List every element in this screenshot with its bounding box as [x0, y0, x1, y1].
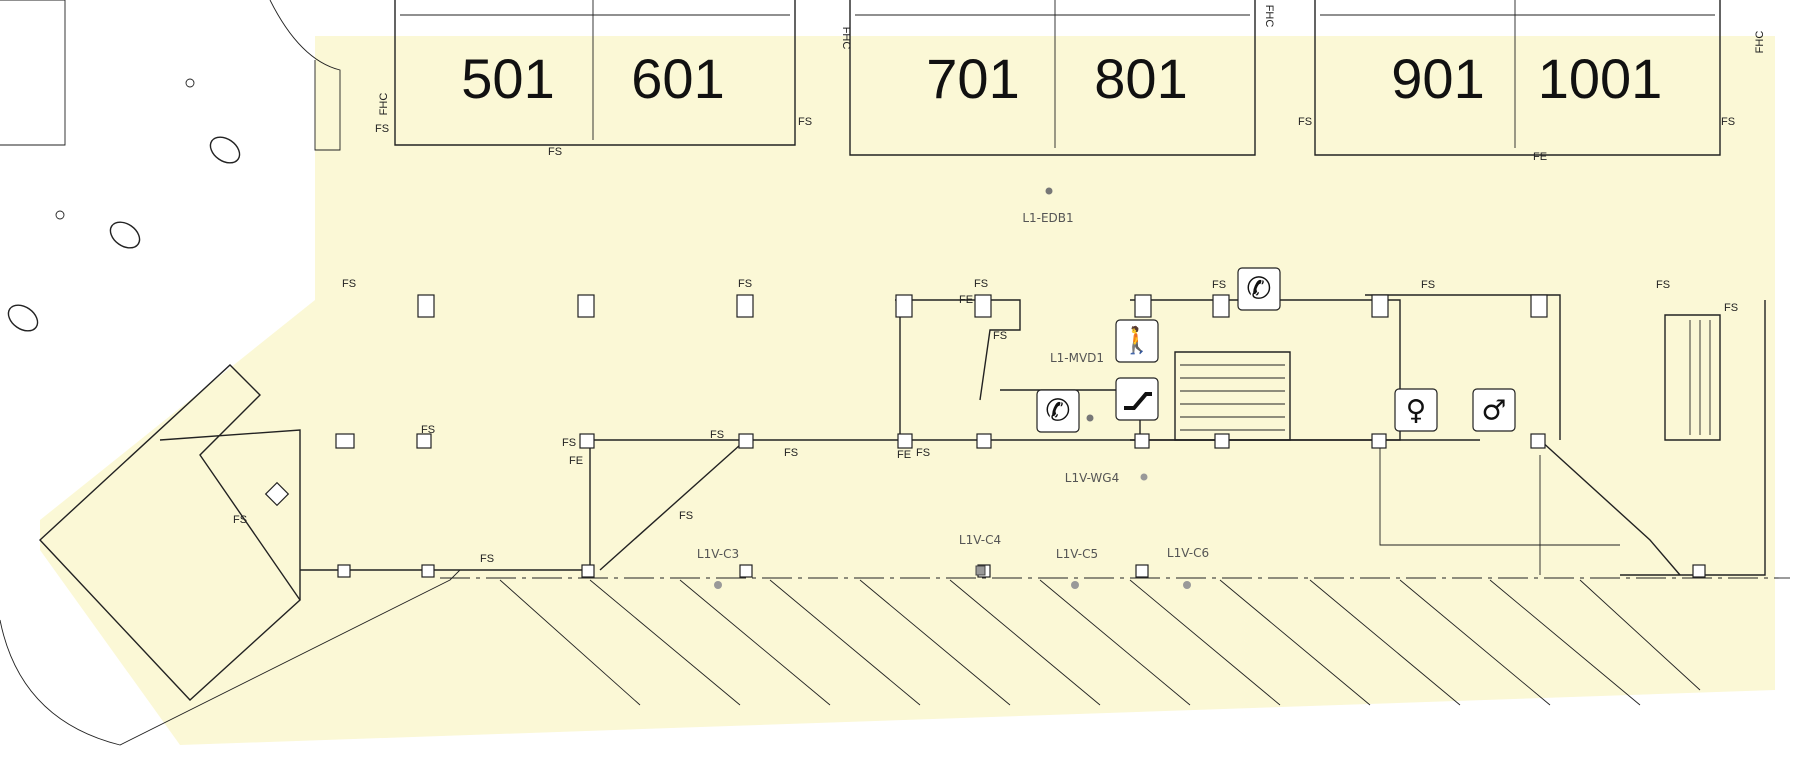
pedestrian-icon[interactable]: 🚶 [1115, 319, 1159, 363]
left-structures [0, 0, 461, 746]
tenant-number-801[interactable]: 801 [1094, 47, 1187, 110]
svg-text:FS: FS [421, 424, 435, 436]
equipment-marker-c5 [1071, 581, 1079, 589]
equipment-marker-c4 [975, 565, 986, 576]
equipment-label-c6[interactable]: L1V-C6 [1167, 546, 1209, 560]
female-restroom-icon[interactable]: ♀ [1394, 388, 1438, 432]
svg-text:FS: FS [993, 330, 1007, 342]
svg-text:FS: FS [233, 514, 247, 526]
svg-text:FS: FS [1421, 279, 1435, 291]
svg-text:FS: FS [375, 123, 389, 135]
equipment-marker-edb1 [1045, 187, 1053, 195]
tenant-number-601[interactable]: 601 [631, 47, 724, 110]
svg-text:FE: FE [897, 449, 911, 461]
phone-icon[interactable]: ✆ [1237, 267, 1281, 311]
svg-text:FS: FS [562, 437, 576, 449]
phone-icon[interactable]: ✆ [1036, 389, 1080, 433]
fire-safety-labels: FS FS FS FS FS FE FS FS FS FS FS FS FS F… [233, 5, 1766, 565]
svg-text:♀: ♀ [1406, 394, 1427, 427]
svg-text:FE: FE [1533, 151, 1547, 163]
equipment-marker-wg4 [1140, 473, 1148, 481]
structural-columns [264, 294, 1706, 578]
svg-text:FHC: FHC [1754, 31, 1766, 54]
svg-text:FS: FS [1721, 116, 1735, 128]
svg-text:FE: FE [569, 455, 583, 467]
male-restroom-icon[interactable]: ♂ [1472, 388, 1516, 432]
svg-text:✆: ✆ [1045, 394, 1070, 429]
exterior-striping [499, 579, 1701, 706]
equipment-marker-mvd1 [1086, 414, 1094, 422]
equipment-marker-c6 [1183, 581, 1191, 589]
tenant-number-501[interactable]: 501 [461, 47, 554, 110]
svg-text:FS: FS [342, 278, 356, 290]
svg-text:FS: FS [798, 116, 812, 128]
svg-text:FHC: FHC [840, 27, 852, 50]
svg-text:FS: FS [480, 553, 494, 565]
equipment-label-edb1[interactable]: L1-EDB1 [1022, 211, 1073, 225]
svg-text:✆: ✆ [1246, 272, 1271, 307]
tenant-number-901[interactable]: 901 [1391, 47, 1484, 110]
svg-text:FS: FS [916, 447, 930, 459]
svg-text:FS: FS [679, 510, 693, 522]
svg-text:♂: ♂ [1481, 394, 1506, 427]
svg-text:FS: FS [974, 278, 988, 290]
svg-text:FS: FS [738, 278, 752, 290]
tenant-number-701[interactable]: 701 [926, 47, 1019, 110]
svg-text:FHC: FHC [1263, 5, 1275, 28]
svg-text:FS: FS [1724, 302, 1738, 314]
equipment-label-c4[interactable]: L1V-C4 [959, 533, 1001, 547]
svg-text:FS: FS [1656, 279, 1670, 291]
svg-text:FS: FS [710, 429, 724, 441]
svg-text:FE: FE [959, 294, 973, 306]
tenant-number-1001[interactable]: 1001 [1538, 47, 1663, 110]
equipment-label-mvd1[interactable]: L1-MVD1 [1050, 351, 1104, 365]
equipment-label-c5[interactable]: L1V-C5 [1056, 547, 1098, 561]
svg-text:FS: FS [1212, 279, 1226, 291]
equipment-label-c3[interactable]: L1V-C3 [697, 547, 739, 561]
svg-text:FS: FS [784, 447, 798, 459]
svg-text:🚶: 🚶 [1121, 325, 1153, 356]
equipment-label-wg4[interactable]: L1V-WG4 [1065, 471, 1119, 485]
storefront-walls [394, 0, 1721, 156]
equipment-marker-c3 [714, 581, 722, 589]
escalator-icon[interactable] [1115, 377, 1159, 421]
svg-text:FHC: FHC [378, 93, 390, 116]
svg-text:FS: FS [548, 146, 562, 158]
highlighted-floor-area [40, 36, 1775, 745]
escalator-treads [1174, 314, 1721, 441]
svg-text:FS: FS [1298, 116, 1312, 128]
